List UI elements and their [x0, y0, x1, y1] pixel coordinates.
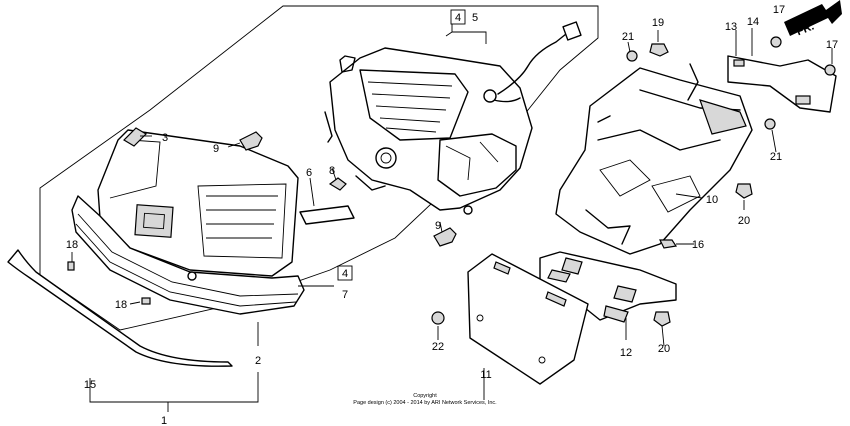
copyright-line-1: Copyright [413, 393, 437, 399]
callout-18a: 18 [66, 239, 78, 251]
front-arrow-icon [784, 0, 842, 36]
bulb-3-icon [123, 127, 147, 147]
bolt-17a-icon [770, 36, 782, 48]
bolt-21b-icon [764, 118, 776, 130]
nut-20a-icon [735, 183, 753, 199]
bulb-9a-icon [239, 131, 263, 151]
plate-slot [733, 59, 745, 67]
callout-2: 2 [255, 355, 261, 367]
callout-15: 15 [84, 379, 96, 391]
bulb-9b-icon [433, 227, 457, 247]
callout-17a: 17 [773, 4, 785, 16]
bolt-21a-icon [626, 50, 638, 62]
lens-strip-6 [299, 205, 355, 225]
copyright-line-2: Page design (c) 2004 - 2014 by ARI Netwo… [353, 400, 497, 406]
callout-11: 11 [480, 369, 491, 381]
bolt-17b-icon [824, 64, 836, 76]
callout-21b: 21 [770, 151, 782, 163]
callout-9a: 9 [213, 143, 219, 155]
bolt-16-icon [659, 239, 678, 249]
callout-21a: 21 [622, 31, 634, 43]
bolt-22-icon [431, 311, 445, 325]
callout-3: 3 [162, 132, 168, 144]
callout-13: 13 [725, 21, 737, 33]
callout-4b-box [337, 265, 353, 281]
screw-18b-icon [141, 297, 151, 305]
screw-18a-icon [67, 261, 75, 271]
callout-labels: 1 2 3 4 5 6 4 7 8 9 9 10 11 12 13 14 15 … [66, 4, 838, 426]
callout-19: 19 [652, 17, 664, 29]
leader-lines [71, 24, 833, 412]
callout-6: 6 [306, 167, 312, 179]
callout-18b: 18 [115, 299, 127, 311]
assembly-outline [39, 5, 599, 331]
callout-5: 5 [472, 12, 478, 24]
callout-14: 14 [747, 16, 759, 28]
callout-10: 10 [706, 194, 718, 206]
rear-fender-bracket [555, 63, 753, 255]
license-plate-base [467, 253, 589, 385]
screw-8-icon [328, 177, 347, 191]
nut-19-icon [649, 43, 669, 57]
callout-9b: 9 [435, 220, 441, 232]
hardware-parts [67, 36, 836, 327]
callout-7: 7 [342, 289, 348, 301]
callout-16: 16 [692, 239, 704, 251]
callout-4b: 4 [342, 268, 348, 280]
callout-20a: 20 [738, 215, 750, 227]
callout-22: 22 [432, 341, 444, 353]
plate-slot [795, 95, 811, 105]
callout-20b: 20 [658, 343, 670, 355]
tail-lens-assembly [71, 129, 305, 315]
nut-20b-icon [653, 311, 671, 327]
callout-4a: 4 [455, 12, 461, 24]
tail-light-housing [324, 21, 582, 215]
callout-12: 12 [620, 347, 632, 359]
callout-8: 8 [329, 165, 335, 177]
callout-1: 1 [161, 415, 167, 426]
trim-strip-15 [7, 249, 233, 367]
callout-4a-box [450, 9, 466, 25]
callout-17b: 17 [826, 39, 838, 51]
